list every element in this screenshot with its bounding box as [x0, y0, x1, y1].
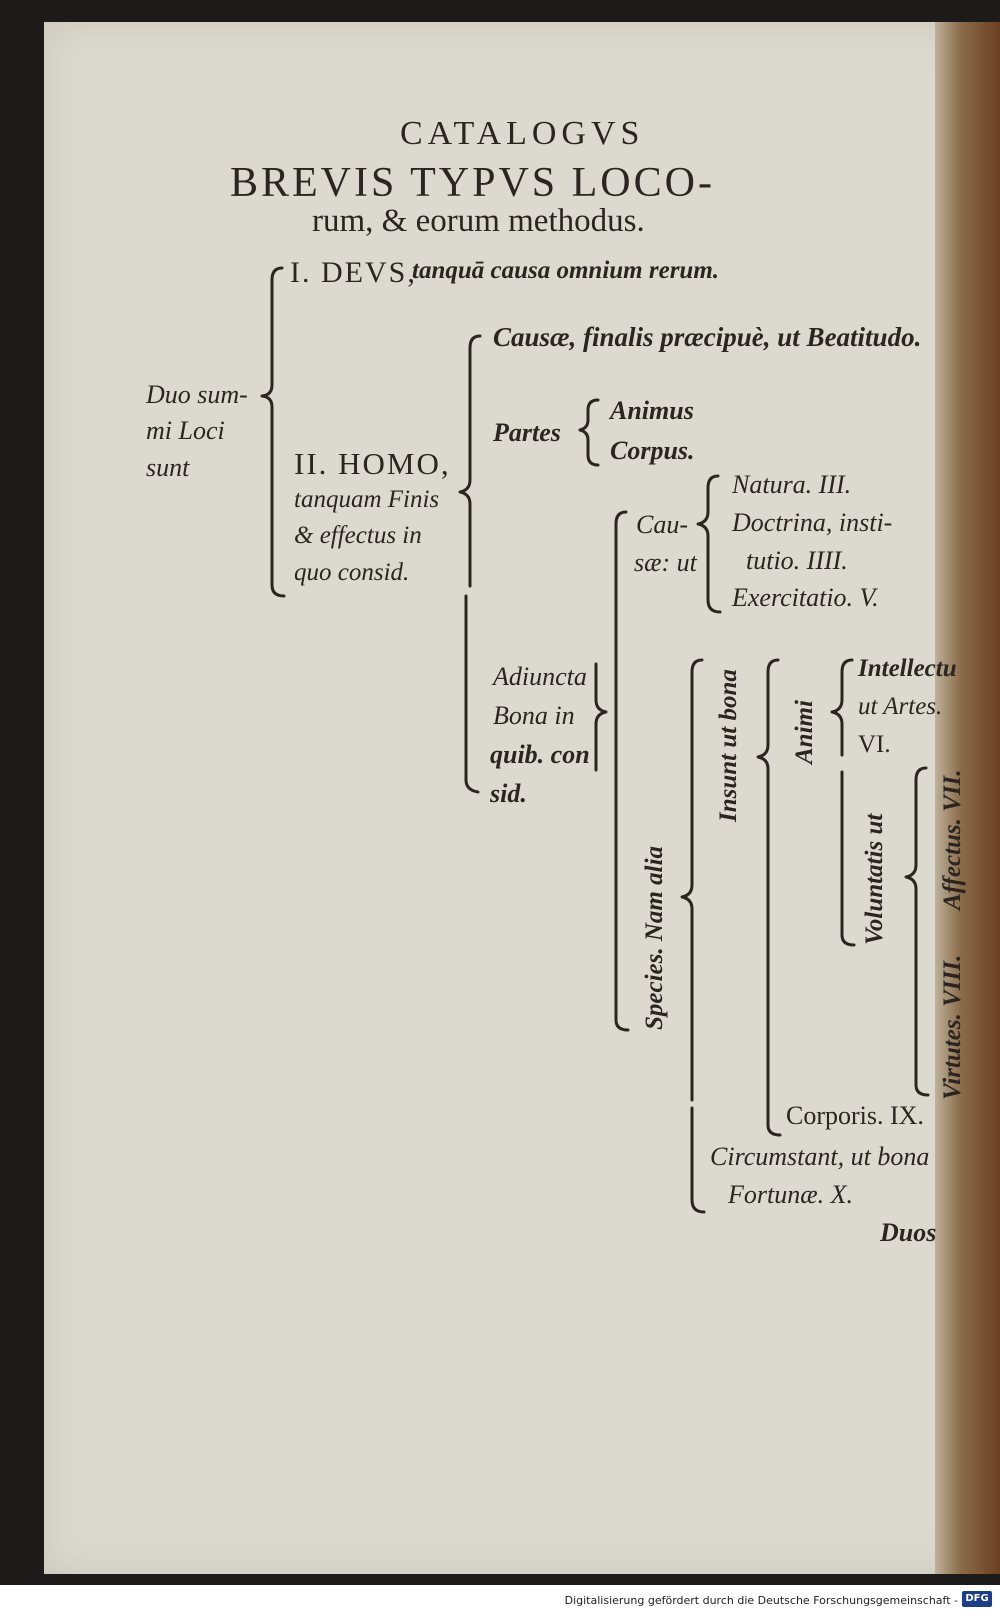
causae-ut-brace-right	[696, 474, 722, 614]
book-page	[44, 22, 970, 1574]
book-spine-edge	[935, 22, 1000, 1574]
homo-desc-line-2: & effectus in	[294, 522, 422, 549]
natura-iii: Natura. III.	[732, 470, 852, 499]
doctrina-institutio-2: tutio. IIII.	[746, 546, 848, 575]
adiuncta-line-4: sid.	[490, 779, 527, 808]
adiuncta-line-2: Bona in	[493, 701, 575, 730]
partes-animus: Animus	[610, 396, 694, 425]
homo-brace	[458, 334, 482, 588]
footer-text: Digitalisierung gefördert durch die Deut…	[564, 1594, 958, 1607]
root-label-line-2: mi Loci	[146, 416, 225, 445]
heading-line-1: BREVIS TYPVS LOCO-	[230, 160, 715, 206]
homo-desc-line-3: quo consid.	[294, 559, 410, 586]
intellectus-line-1: Intellectu	[858, 655, 957, 682]
corporis-ix: Corporis. IX.	[786, 1101, 924, 1130]
exercitatio-v: Exercitatio. V.	[732, 583, 879, 612]
adiuncta-line-3: quib. con	[490, 740, 590, 769]
species-brace	[680, 658, 704, 1102]
root-brace	[260, 266, 286, 598]
running-title: CATALOGVS	[400, 115, 645, 152]
partes-brace	[578, 398, 600, 467]
circumstant-line-2: Fortunæ. X.	[728, 1180, 853, 1209]
doctrina-institutio-1: Doctrina, insti-	[732, 508, 893, 537]
adiuncta-brace-right	[594, 662, 608, 772]
dfg-logo: DFG	[962, 1591, 992, 1607]
intellectus-line-3: VI.	[858, 731, 891, 758]
circumstant-line-1: Circumstant, ut bona	[710, 1142, 930, 1171]
deus-description: tanquā causa omnium rerum.	[412, 257, 720, 284]
circumstant-brace	[690, 1106, 706, 1214]
insunt-brace	[756, 658, 782, 1137]
affectus-virtutes-brace	[904, 766, 930, 1097]
homo-desc-line-1: tanquam Finis	[294, 486, 440, 513]
deus-numeral: I. DEVS,	[290, 256, 417, 289]
adiuncta-line-1: Adiuncta	[493, 662, 587, 691]
voluntatis-brace	[840, 770, 856, 947]
homo-numeral: II. HOMO,	[294, 446, 451, 481]
partes-corpus: Corpus.	[610, 436, 695, 465]
root-label-line-3: sunt	[146, 453, 190, 482]
footer-bar: Digitalisierung gefördert durch die Deut…	[0, 1585, 1000, 1616]
intellectus-line-2: ut Artes.	[858, 693, 943, 720]
causae-ut-label-1: Cau-	[636, 510, 688, 539]
causae-ut-brace-left	[614, 510, 630, 1032]
adiuncta-brace-left	[464, 594, 480, 794]
animi-brace	[830, 658, 854, 757]
heading-line-2: rum, & eorum methodus.	[312, 203, 645, 239]
causae-ut-label-2: sæ: ut	[634, 548, 697, 577]
partes-label: Partes	[493, 418, 561, 447]
causae-finalis: Causæ, finalis præcipuè, ut Beatitudo.	[493, 322, 922, 352]
catchword: Duos	[880, 1218, 937, 1247]
root-label-line-1: Duo sum-	[146, 380, 248, 409]
